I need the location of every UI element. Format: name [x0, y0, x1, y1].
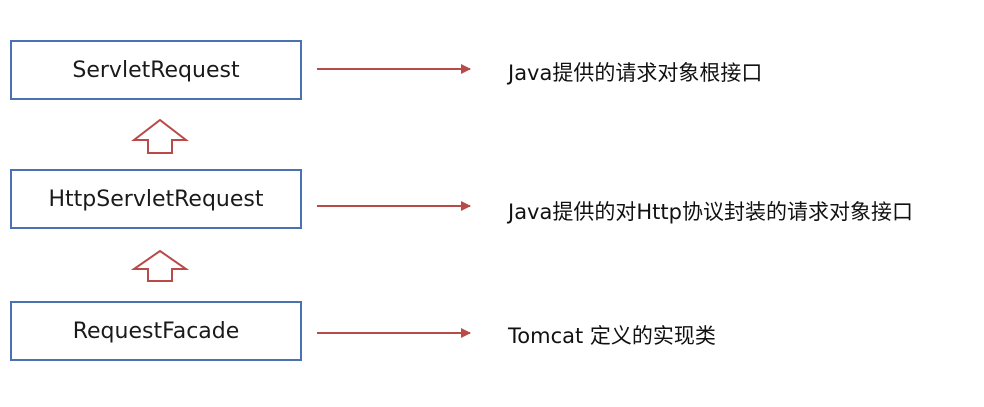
node-servlet-request: ServletRequest — [10, 40, 302, 100]
inheritance-arrow-1 — [131, 118, 189, 154]
description-servlet-request: Java提供的请求对象根接口 — [508, 61, 763, 85]
node-label: ServletRequest — [72, 57, 240, 83]
node-label: RequestFacade — [72, 318, 240, 344]
inheritance-arrow-2 — [130, 249, 190, 282]
description-request-facade: Tomcat 定义的实现类 — [508, 324, 716, 348]
node-request-facade: RequestFacade — [10, 301, 302, 361]
description-http-servlet-request: Java提供的对Http协议封装的请求对象接口 — [508, 200, 913, 224]
node-label: HttpServletRequest — [48, 186, 264, 212]
node-http-servlet-request: HttpServletRequest — [10, 169, 302, 229]
